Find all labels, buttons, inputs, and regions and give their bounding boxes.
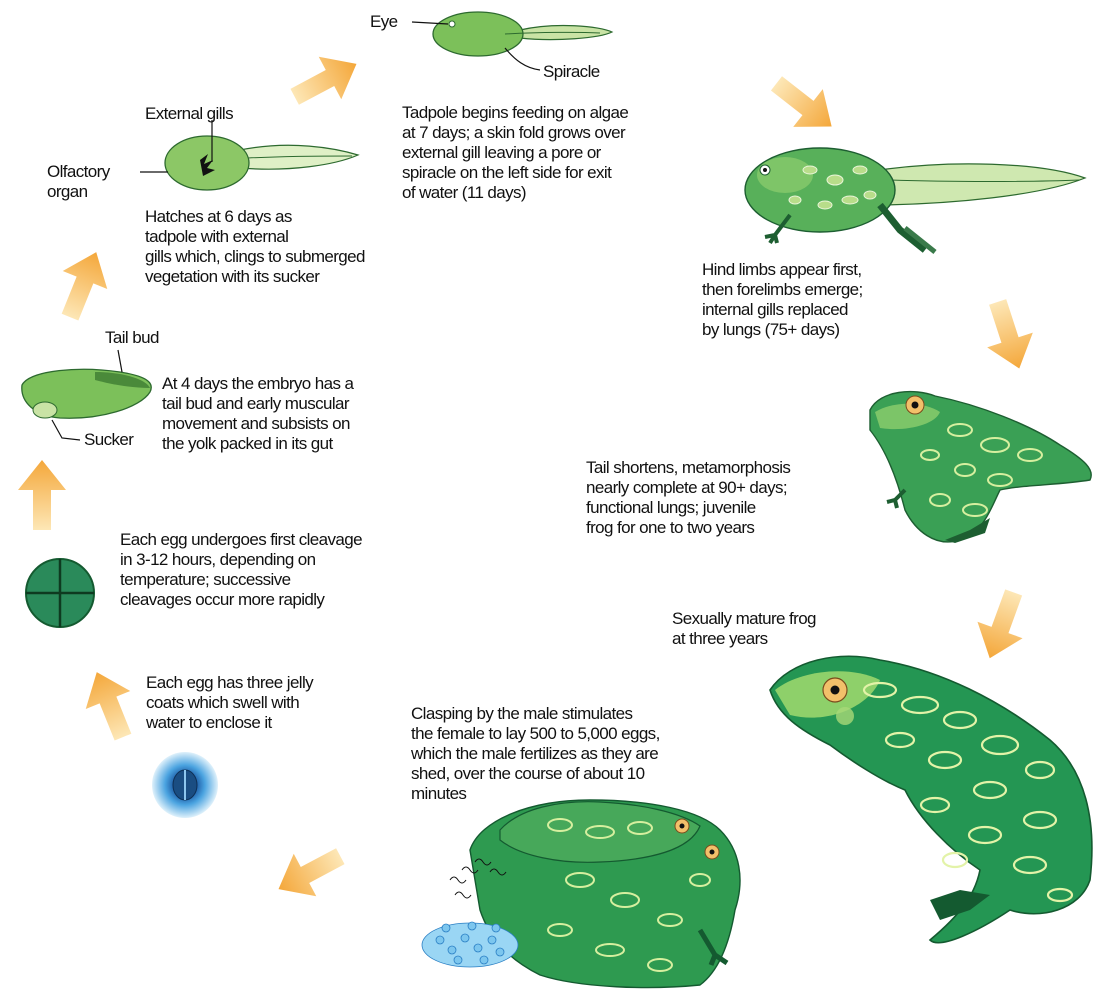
cleaving-egg [26, 559, 94, 627]
tail-shortens-stage-text: Tail shortens, metamorphosis nearly comp… [586, 458, 790, 538]
hatch-stage-text: Hatches at 6 days as tadpole with extern… [145, 207, 365, 287]
spiracle-label: Spiracle [543, 62, 600, 82]
egg-jelly-coats [152, 752, 218, 818]
jelly-stage-text: Each egg has three jelly coats which swe… [146, 673, 313, 733]
clasping-stage-text: Clasping by the male stimulates the fema… [411, 704, 660, 804]
tadpole-external-gills [140, 120, 358, 190]
olfactory-organ-label: Olfactory organ [47, 162, 110, 202]
tail-bud-label: Tail bud [105, 328, 159, 348]
mature-stage-text: Sexually mature frog at three years [672, 609, 816, 649]
arrow-2-icon [762, 64, 847, 145]
spiracle-stage-text: Tadpole begins feeding on algae at 7 day… [402, 103, 628, 203]
tail-bud-stage-text: At 4 days the embryo has a tail bud and … [162, 374, 353, 454]
clasping-frogs [422, 800, 740, 988]
arrow-6-icon [75, 663, 146, 746]
arrow-8-icon [48, 243, 119, 326]
spiracle-leader [505, 48, 540, 70]
tadpole-hindlimbs [745, 148, 1085, 252]
cleavage-stage-text: Each egg undergoes first cleavage in 3-1… [120, 530, 362, 610]
embryo-tail-bud [22, 350, 151, 440]
adult-frog [770, 656, 1092, 942]
arrow-3-icon [975, 295, 1042, 376]
hindlimbs-stage-text: Hind limbs appear first, then forelimbs … [702, 260, 863, 340]
arrow-1-icon [283, 43, 367, 118]
arrow-7-icon [18, 460, 66, 530]
sucker-label: Sucker [84, 430, 133, 450]
arrow-5-icon [267, 835, 351, 910]
juvenile-frog [870, 392, 1091, 543]
eye-label: Eye [370, 12, 398, 32]
external-gills-label: External gills [145, 104, 233, 124]
arrow-4-icon [967, 584, 1036, 666]
